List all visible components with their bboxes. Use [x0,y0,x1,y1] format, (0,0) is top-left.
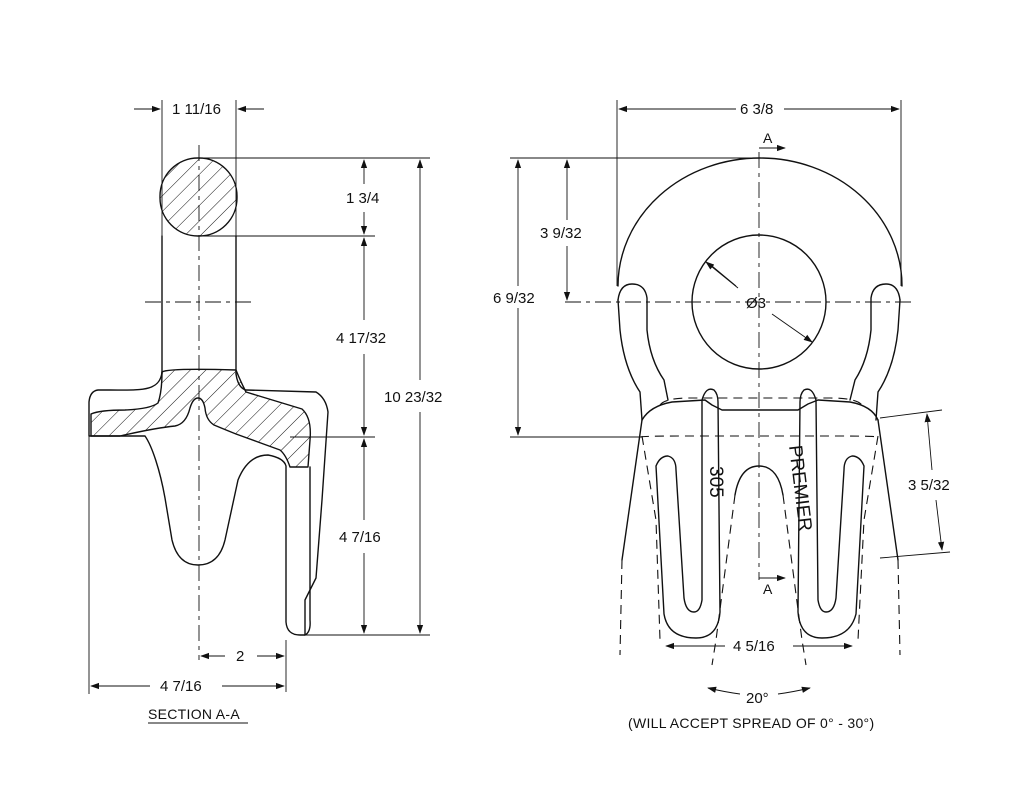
plate-top-edge [641,399,879,421]
left-outer-leg [621,419,643,561]
dim-base-width: 4 7/16 [160,678,202,695]
dim-side-height: 3 5/32 [908,477,950,494]
right-outer-leg [877,419,899,561]
section-view: 1 11/16 1 3/4 4 17/32 4 7/16 10 23/32 2 … [88,100,442,724]
body-outline [88,371,329,636]
dim-head-height: 1 3/4 [346,190,379,207]
dim-overall-height: 10 23/32 [384,389,442,406]
dim-top-width: 1 11/16 [172,101,221,118]
left-lug-outer [617,299,643,421]
dim-total-height: 6 9/32 [493,290,535,307]
left-leg-dashed [619,559,623,656]
dim-spread-angle: 20° [746,690,769,707]
eye-outer-arc [617,157,903,287]
right-prong [797,388,865,639]
left-spread-dashed [641,435,661,641]
front-view: A A 305 PREMIER Ø3 6 3/8 3 9/32 6 9/32 [493,100,951,731]
dim-lower-height: 4 7/16 [339,529,381,546]
right-spread-dashed [857,435,879,641]
dim-upper-height: 3 9/32 [540,225,582,242]
dim-half-width: 2 [236,648,244,665]
cap-section [90,368,312,468]
dim-middle-height: 4 17/32 [336,330,386,347]
right-lug [849,283,901,401]
dim-hole-diameter: Ø3 [746,295,766,312]
dim-overall-width: 6 3/8 [740,101,773,118]
right-leg-dashed [897,559,901,656]
head-bar-section [159,157,238,237]
right-lug-outer [875,299,901,421]
body-inner-line [304,466,311,636]
center-slot-dashed-right [782,494,807,666]
left-prong [655,388,721,639]
dim-prong-spacing: 4 5/16 [733,638,775,655]
left-lug [617,283,669,401]
hidden-plate-outline [659,397,863,406]
center-slot-dashed-left [711,494,736,666]
section-marker-bottom: A [763,581,773,597]
section-title: SECTION A-A [148,706,240,722]
stamp-brand: PREMIER [784,444,815,532]
hidden-plate-lower [639,435,879,438]
section-marker-top: A [763,130,773,146]
spread-note: (WILL ACCEPT SPREAD OF 0° - 30°) [628,715,874,731]
stamp-number: 305 [705,466,726,498]
